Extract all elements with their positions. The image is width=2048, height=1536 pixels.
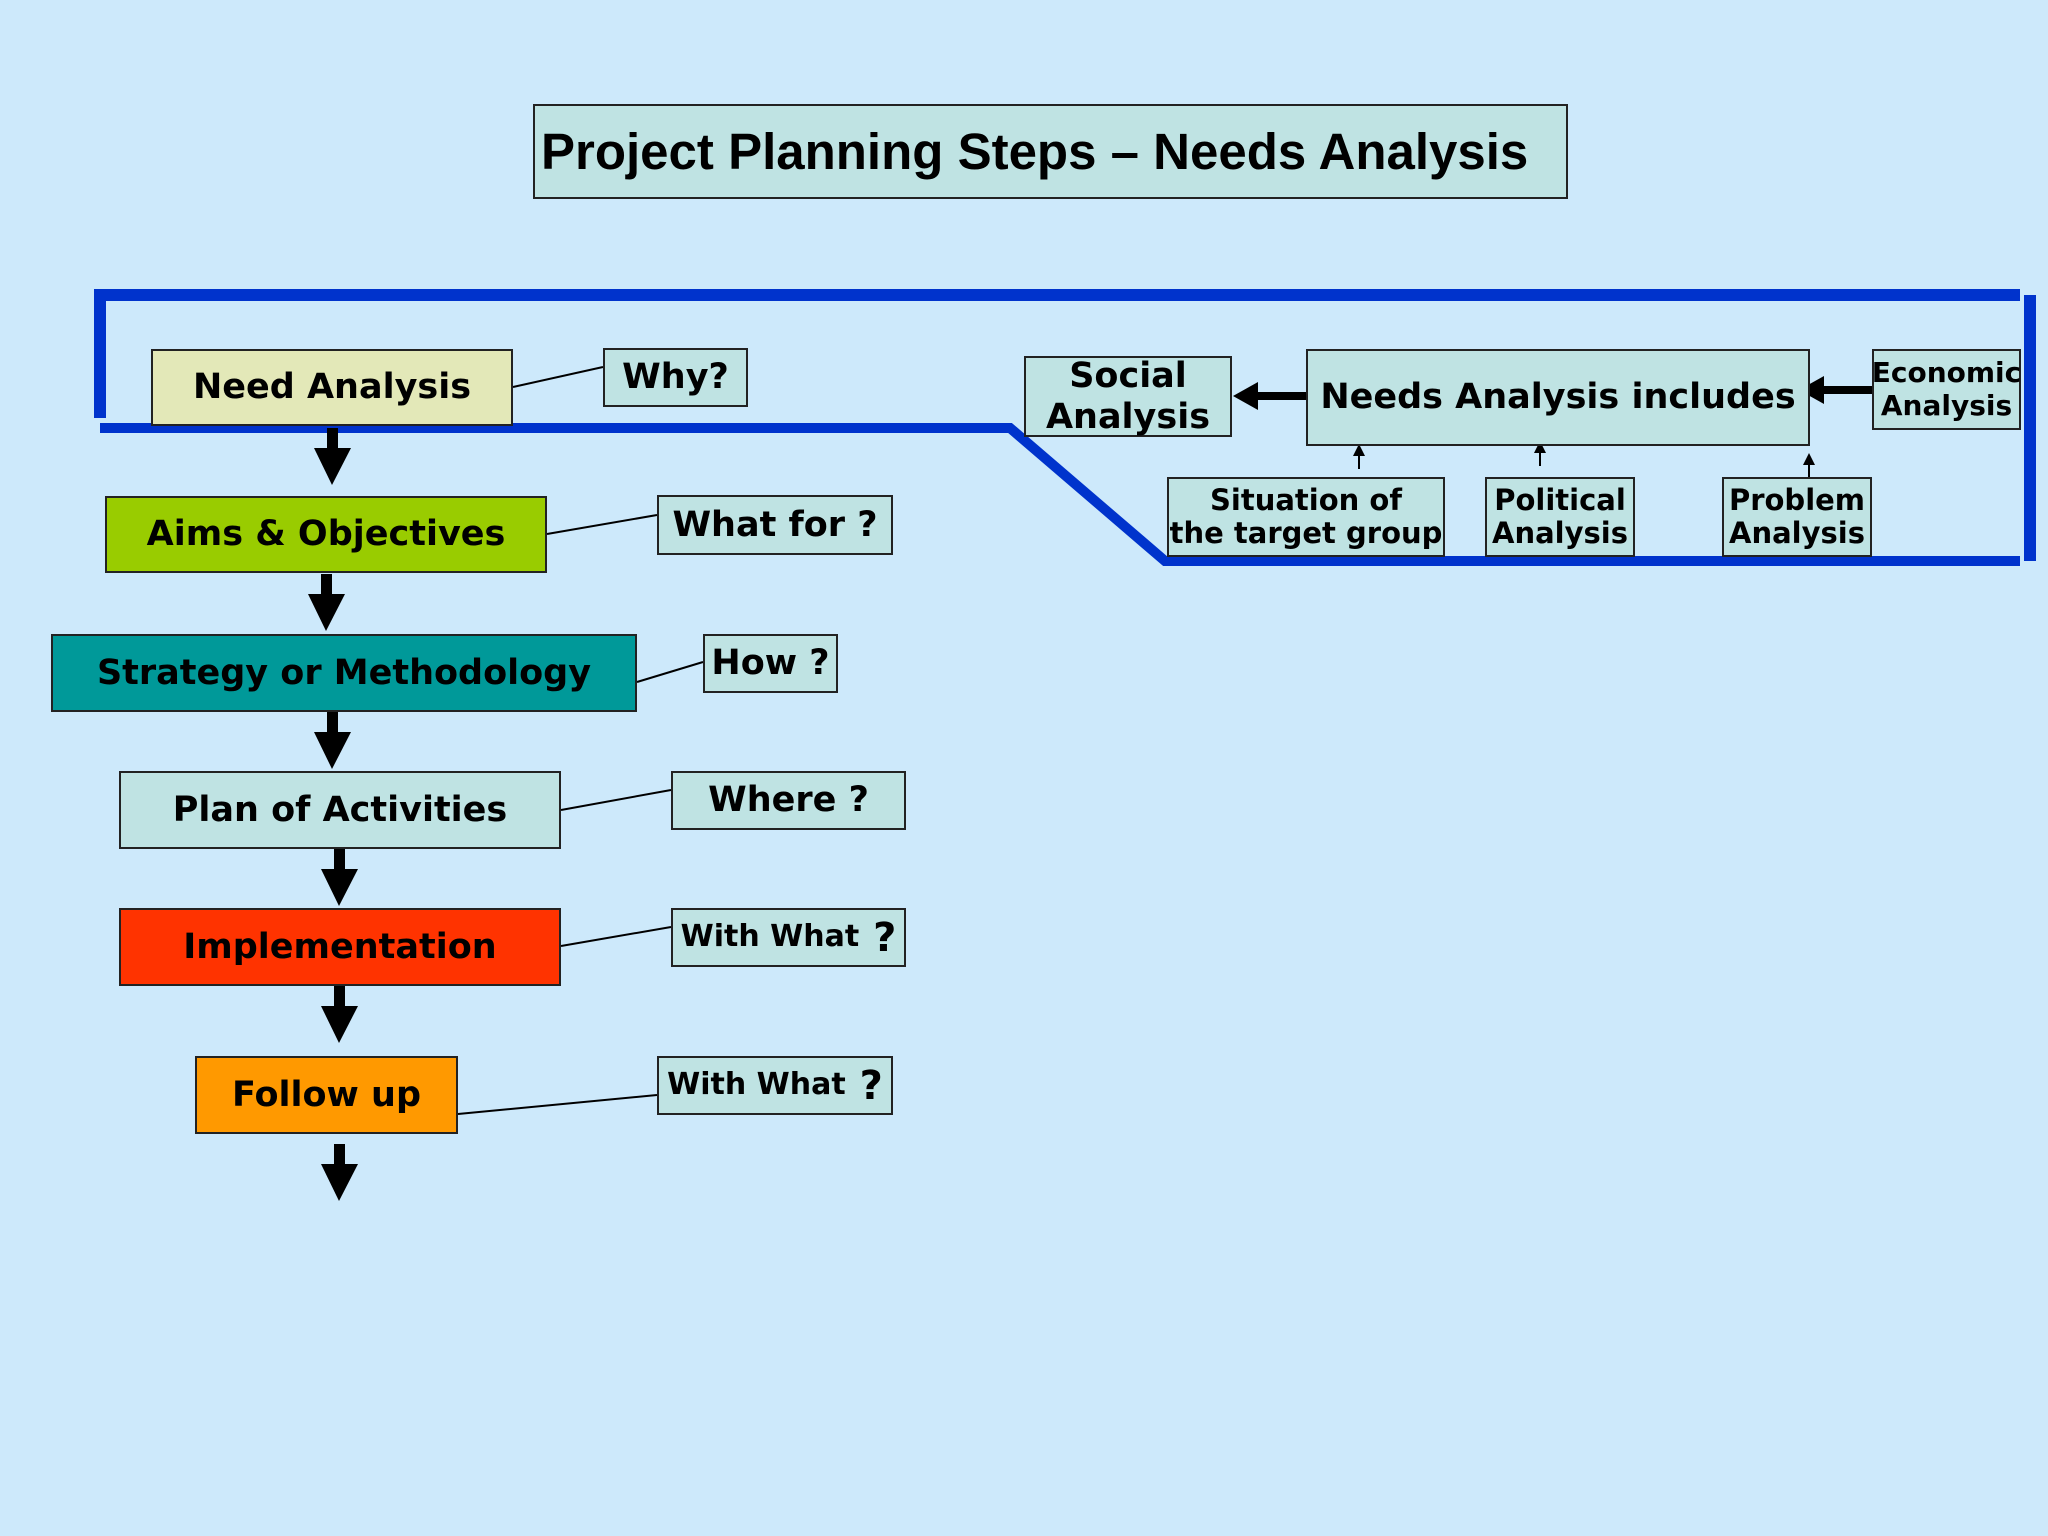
economic-analysis-line-1: Economic <box>1871 356 2022 390</box>
question-with-what-2: With What ? <box>657 1056 893 1115</box>
step-aims-objectives: Aims & Objectives <box>105 496 547 573</box>
question-where: Where ? <box>671 771 906 830</box>
needs-analysis-includes-box: Needs Analysis includes <box>1306 349 1810 446</box>
social-analysis-box: Social Analysis <box>1024 356 1232 437</box>
question-with-what-2-mark: ? <box>859 1062 883 1109</box>
question-with-what-2-label: With What <box>667 1067 846 1103</box>
connector-with-what-1 <box>560 926 672 947</box>
arrow-from-economic <box>1799 376 1872 404</box>
connector-with-what-2 <box>457 1094 658 1115</box>
question-with-what-1: With What ? <box>671 908 906 967</box>
down-arrow-5 <box>321 986 358 1043</box>
social-analysis-line-2: Analysis <box>1045 396 1211 437</box>
economic-analysis-line-2: Analysis <box>1880 388 2013 422</box>
step-implementation-label: Implementation <box>183 926 497 967</box>
question-how: How ? <box>703 634 838 693</box>
step-strategy-methodology-label: Strategy or Methodology <box>96 652 592 693</box>
question-what-for: What for ? <box>657 495 893 555</box>
step-need-analysis: Need Analysis <box>151 349 513 426</box>
question-what-for-label: What for ? <box>672 504 878 545</box>
connector-where <box>560 789 672 811</box>
situation-target-group-box: Situation of the target group <box>1167 477 1445 557</box>
step-plan-of-activities-label: Plan of Activities <box>172 789 508 830</box>
arrow-to-social <box>1233 382 1306 410</box>
down-arrow-6 <box>321 1144 358 1201</box>
situation-line-2: the target group <box>1169 516 1443 550</box>
step-follow-up: Follow up <box>195 1056 458 1134</box>
social-analysis-line-1: Social <box>1069 356 1187 397</box>
question-why-label: Why? <box>622 357 729 398</box>
step-implementation: Implementation <box>119 908 561 986</box>
economic-analysis-box: Economic Analysis <box>1872 349 2021 430</box>
connector-how <box>636 661 704 683</box>
political-analysis-box: Political Analysis <box>1485 477 1635 557</box>
needs-frame-bottom <box>100 423 2020 566</box>
needs-analysis-includes-label: Needs Analysis includes <box>1320 377 1796 418</box>
step-plan-of-activities: Plan of Activities <box>119 771 561 849</box>
question-with-what-1-mark: ? <box>873 914 897 961</box>
connector-what-for <box>546 514 658 535</box>
political-analysis-line-2: Analysis <box>1492 516 1628 550</box>
step-strategy-methodology: Strategy or Methodology <box>51 634 637 712</box>
down-arrow-2 <box>308 574 345 631</box>
step-need-analysis-label: Need Analysis <box>192 367 472 408</box>
down-arrow-1 <box>314 428 351 485</box>
problem-analysis-line-2: Analysis <box>1729 516 1865 550</box>
question-why: Why? <box>603 348 748 407</box>
question-where-label: Where ? <box>708 780 869 821</box>
problem-analysis-box: Problem Analysis <box>1722 477 1872 557</box>
question-with-what-1-label: With What <box>680 919 860 955</box>
step-aims-objectives-label: Aims & Objectives <box>146 514 506 555</box>
needs-frame-top <box>94 289 2020 418</box>
problem-analysis-line-1: Problem <box>1728 482 1866 517</box>
political-analysis-line-1: Political <box>1494 482 1626 517</box>
down-arrow-3 <box>314 712 351 769</box>
question-how-label: How ? <box>711 643 830 684</box>
page-title: Project Planning Steps – Needs Analysis <box>533 104 1568 199</box>
situation-line-1: Situation of <box>1210 482 1402 517</box>
connector-why <box>512 366 604 388</box>
down-arrow-4 <box>321 849 358 906</box>
step-follow-up-label: Follow up <box>231 1074 422 1115</box>
